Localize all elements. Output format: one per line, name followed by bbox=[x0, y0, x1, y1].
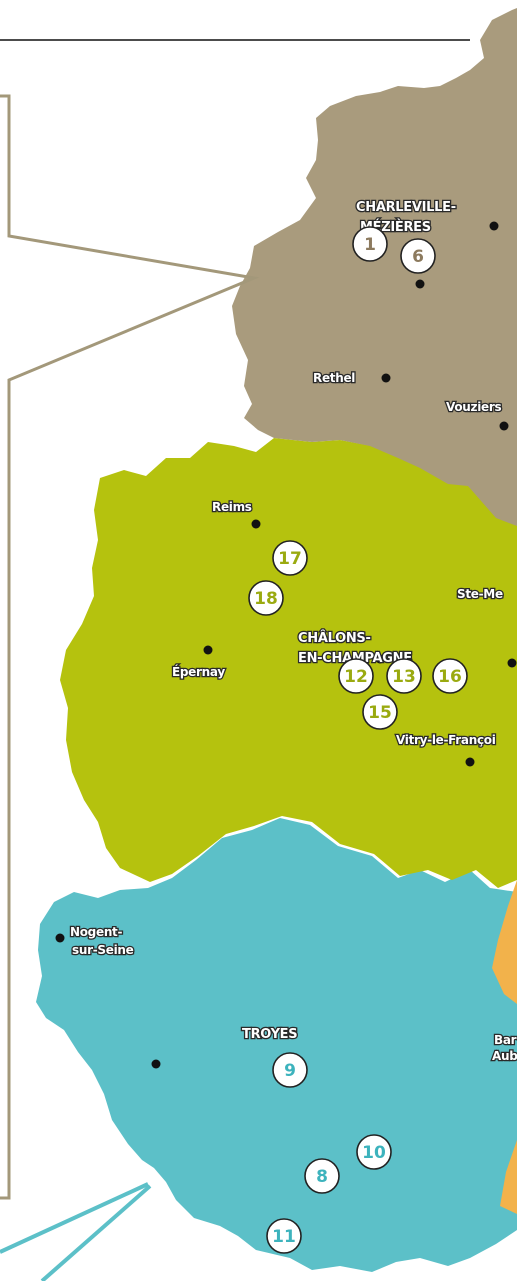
city-dot-vitry bbox=[465, 757, 475, 767]
region-aube bbox=[36, 818, 517, 1272]
site-badge-8: 8 bbox=[304, 1158, 340, 1194]
svg-text:9: 9 bbox=[284, 1061, 296, 1081]
city-label-bar-1: Bar bbox=[494, 1033, 517, 1047]
region-marne bbox=[60, 438, 517, 888]
city-dot-rethel bbox=[381, 373, 391, 383]
region-haute-marne bbox=[492, 880, 517, 1214]
city-label-vitry: Vitry-le-Françoi bbox=[396, 733, 496, 747]
svg-text:15: 15 bbox=[368, 703, 392, 723]
site-badge-11: 11 bbox=[266, 1218, 302, 1254]
city-label-charleville-1: CHARLEVILLE- bbox=[356, 200, 456, 215]
callout-teal-line-b bbox=[40, 1184, 152, 1281]
city-label-vouziers: Vouziers bbox=[446, 400, 501, 414]
city-label-chalons-1: CHÂLONS- bbox=[298, 630, 371, 646]
site-badge-16: 16 bbox=[432, 658, 468, 694]
city-dot-nogent bbox=[55, 933, 65, 943]
svg-text:11: 11 bbox=[272, 1227, 296, 1247]
city-dot-vouziers bbox=[499, 421, 509, 431]
city-label-bar-2: Aub bbox=[492, 1049, 517, 1063]
city-dot-troyes bbox=[151, 1059, 161, 1069]
site-badge-1: 1 bbox=[352, 226, 388, 262]
city-label-epernay: Épernay bbox=[172, 664, 225, 679]
svg-text:12: 12 bbox=[344, 667, 368, 687]
site-badge-15: 15 bbox=[362, 694, 398, 730]
site-badge-12: 12 bbox=[338, 658, 374, 694]
svg-text:10: 10 bbox=[362, 1143, 386, 1163]
city-dot-reims bbox=[251, 519, 261, 529]
city-dot-epernay bbox=[203, 645, 213, 655]
site-badge-10: 10 bbox=[356, 1134, 392, 1170]
city-label-rethel: Rethel bbox=[313, 371, 355, 385]
svg-text:13: 13 bbox=[392, 667, 416, 687]
site-badge-6: 6 bbox=[400, 238, 436, 274]
city-dot-charleville bbox=[489, 221, 499, 231]
site-badge-18: 18 bbox=[248, 580, 284, 616]
site-badge-13: 13 bbox=[386, 658, 422, 694]
city-dot-ardennes-mid bbox=[415, 279, 425, 289]
city-label-troyes: TROYES bbox=[242, 1027, 297, 1042]
callout-olive-frame bbox=[0, 94, 260, 1200]
svg-text:8: 8 bbox=[316, 1167, 328, 1187]
site-badge-17: 17 bbox=[272, 540, 308, 576]
city-label-nogent-1: Nogent- bbox=[70, 925, 122, 939]
svg-text:17: 17 bbox=[278, 549, 302, 569]
city-label-stemenehould: Ste-Me bbox=[457, 587, 503, 601]
svg-text:16: 16 bbox=[438, 667, 462, 687]
svg-text:6: 6 bbox=[412, 247, 424, 267]
svg-text:18: 18 bbox=[254, 589, 278, 609]
city-dot-chalons bbox=[375, 654, 385, 664]
site-badge-9: 9 bbox=[272, 1052, 308, 1088]
callout-teal-line-a bbox=[0, 1182, 149, 1254]
svg-text:1: 1 bbox=[364, 235, 376, 255]
city-label-reims: Reims bbox=[212, 500, 252, 514]
region-ardennes bbox=[232, 8, 517, 526]
city-label-nogent-2: sur-Seine bbox=[72, 943, 134, 957]
city-dot-stemenehould bbox=[507, 658, 517, 668]
